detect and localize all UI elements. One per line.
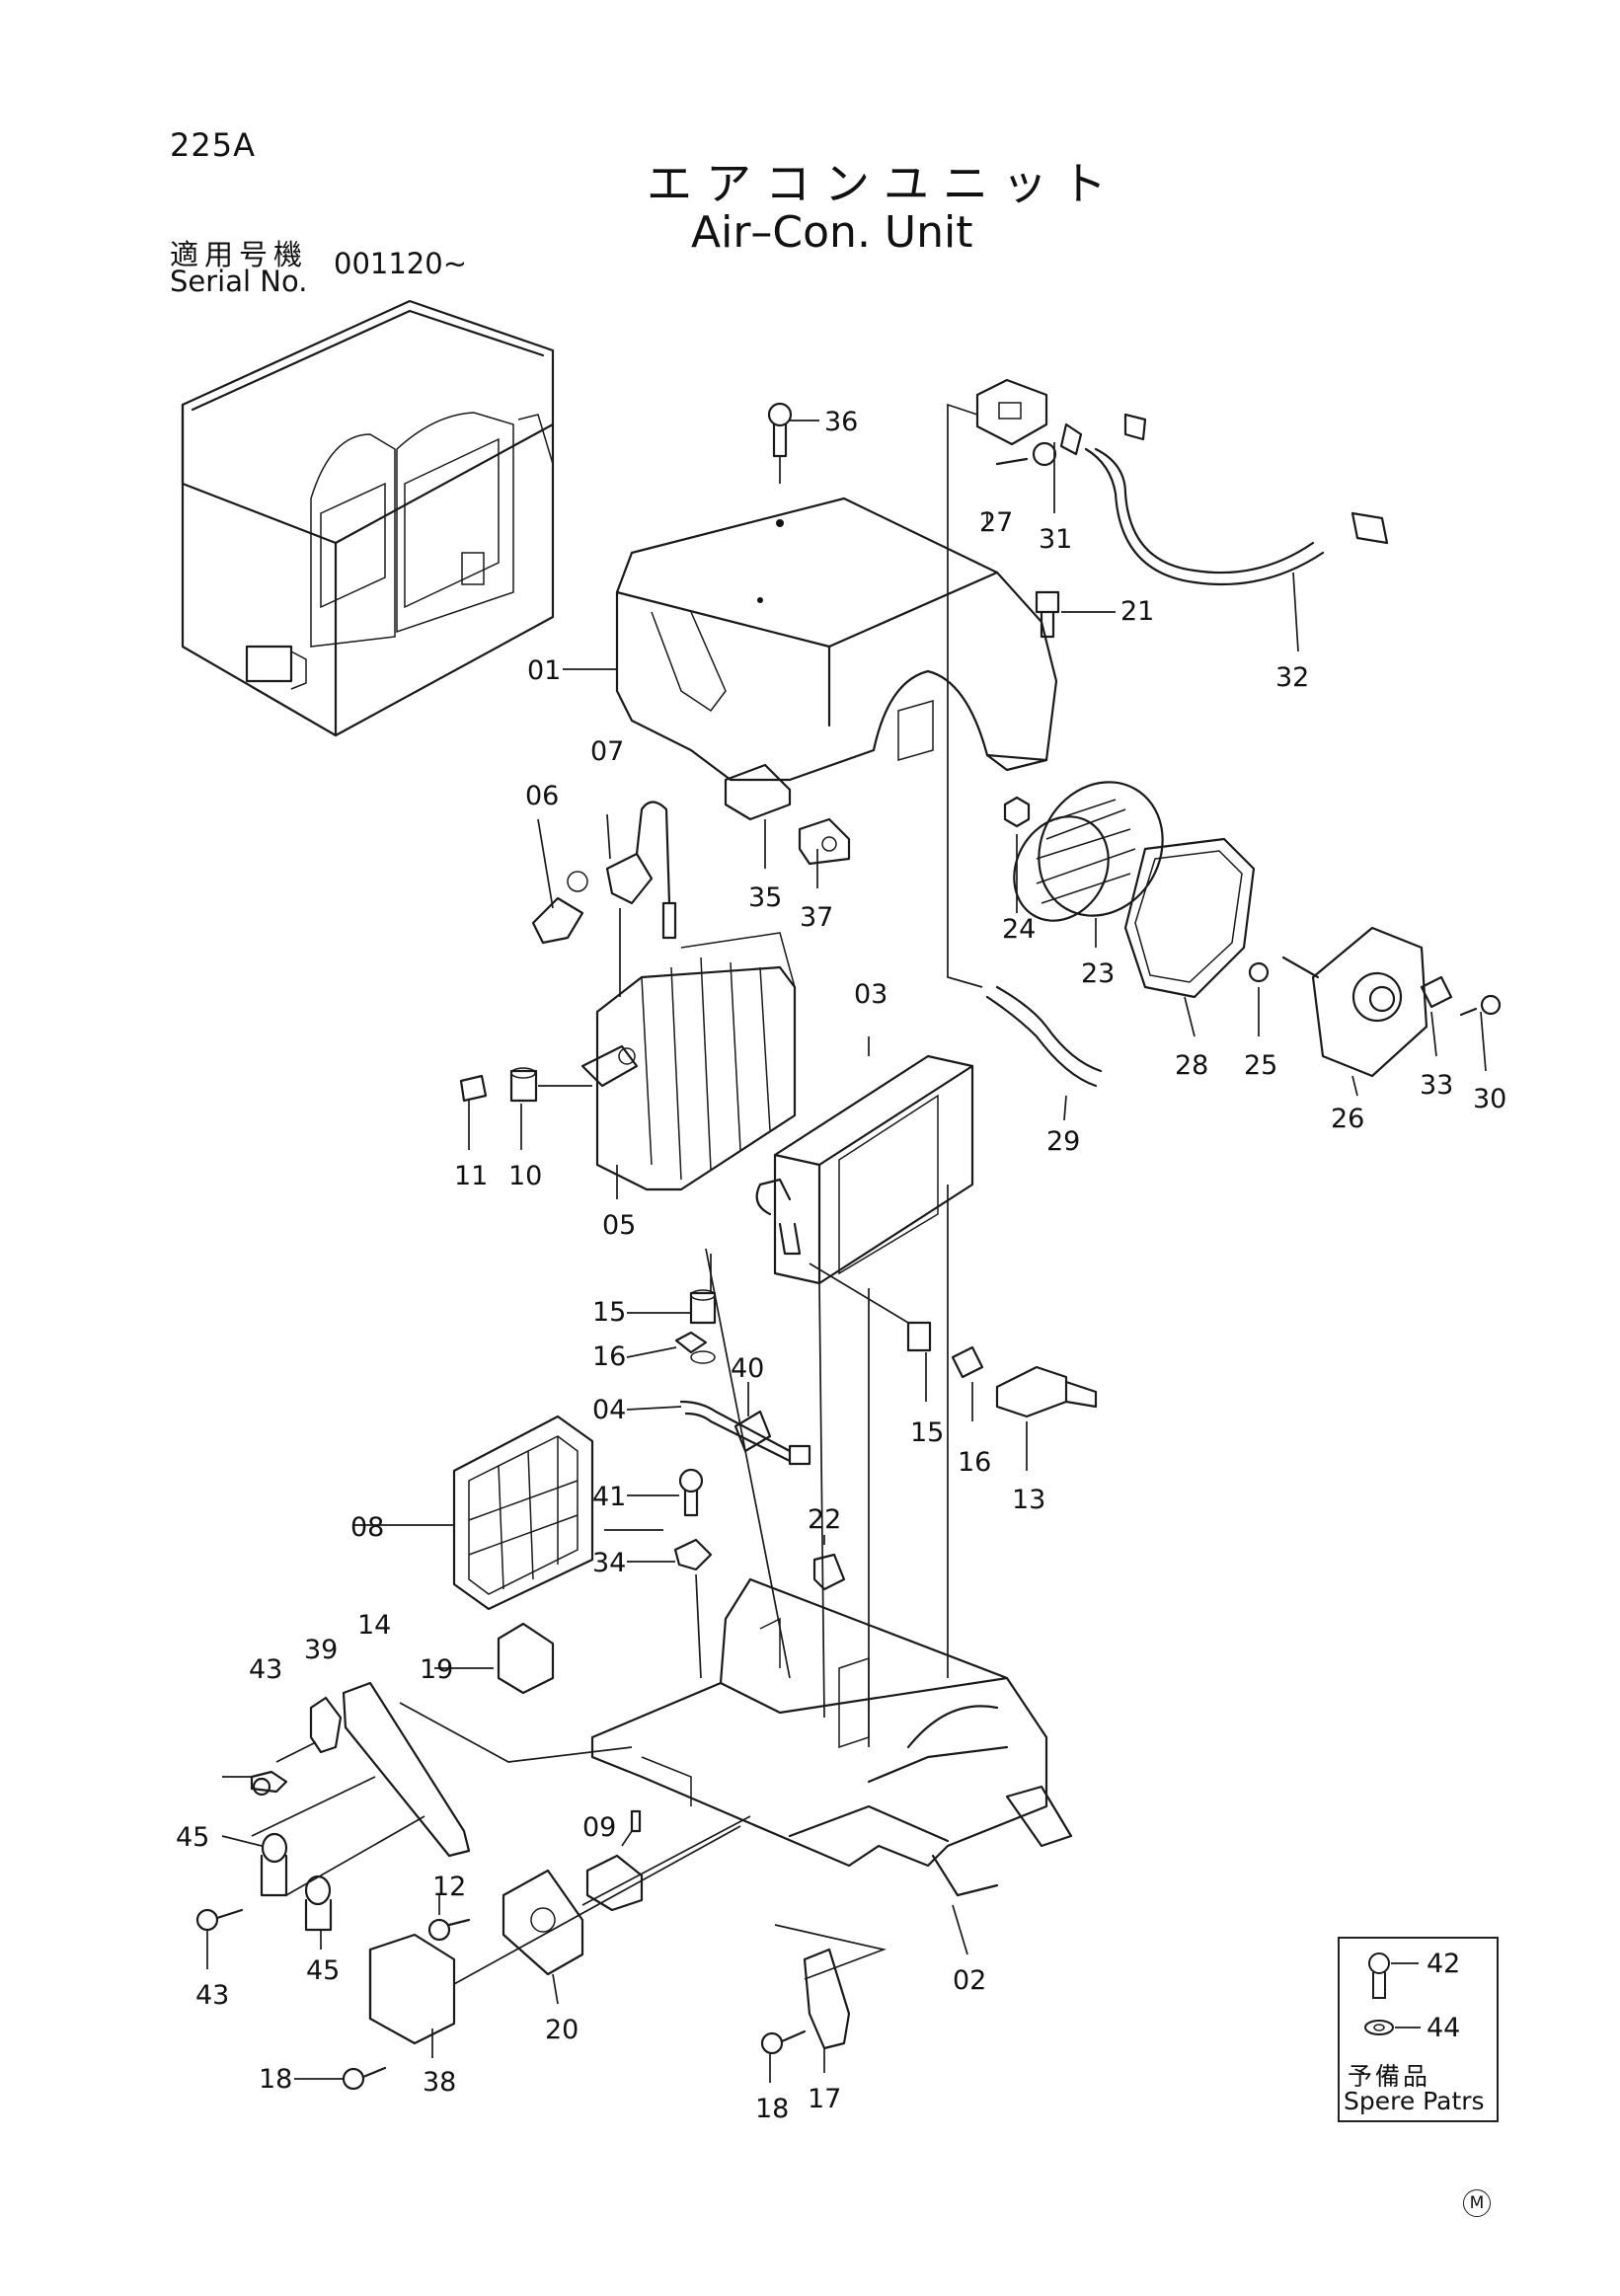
callout: 31 — [1039, 524, 1072, 555]
spare-parts-label-english: Spere Patrs — [1344, 2087, 1485, 2115]
callout: 20 — [545, 2015, 579, 2045]
serial-label-japanese: 適用号機 — [170, 238, 309, 271]
callout: 16 — [958, 1447, 991, 1478]
callout: 15 — [592, 1297, 626, 1328]
callout: 45 — [176, 1822, 209, 1853]
drain-hose-29 — [985, 985, 1103, 1088]
callout: 08 — [350, 1512, 384, 1543]
m-mark: M — [1463, 2189, 1491, 2217]
serial-number-value: 001120~ — [334, 247, 468, 280]
callout: 11 — [454, 1161, 488, 1191]
callout: 15 — [910, 1417, 944, 1448]
callout: 30 — [1473, 1084, 1506, 1114]
page-code: 225A — [170, 126, 256, 164]
blower-assembly — [1003, 781, 1502, 1078]
callout: 16 — [592, 1341, 626, 1372]
small-hardware — [673, 1468, 846, 1591]
callout: 36 — [824, 407, 858, 437]
spare-parts-icons: 42 44 — [1364, 1949, 1460, 2043]
leader-lines — [206, 403, 1487, 2083]
callout: 04 — [592, 1395, 626, 1425]
cab-illustration — [181, 299, 555, 737]
callout: 25 — [1244, 1050, 1277, 1081]
callout: 14 — [357, 1610, 391, 1641]
callout: 41 — [592, 1482, 626, 1512]
callout-labels: 36 27 31 32 21 01 07 06 35 37 24 23 28 2… — [176, 407, 1506, 2124]
callout: 43 — [195, 1980, 229, 2011]
callout: 09 — [582, 1812, 616, 1843]
hose-fittings — [674, 1289, 1098, 1466]
callout: 39 — [304, 1635, 338, 1665]
upper-housing-01 — [615, 497, 1058, 782]
callout: 26 — [1331, 1104, 1364, 1134]
callout: 40 — [731, 1353, 764, 1384]
harness-assembly — [975, 378, 1389, 586]
side-bracket-14 — [250, 1681, 471, 1858]
callout: 22 — [808, 1504, 841, 1535]
callout: 01 — [527, 655, 561, 686]
callout: 13 — [1012, 1485, 1045, 1515]
callout: 10 — [508, 1161, 542, 1191]
evaporator-05 — [580, 932, 797, 1191]
lower-case-02 — [590, 1577, 1073, 1897]
callout: 12 — [432, 1872, 466, 1902]
callout: 37 — [800, 902, 833, 933]
callout: 03 — [854, 979, 887, 1010]
mounts-45-43 — [195, 1777, 333, 1932]
title-japanese: エアコンユニット — [647, 157, 1120, 210]
bracket-19 — [497, 1622, 555, 1695]
lower-hardware — [342, 1809, 851, 2091]
callout: 28 — [1175, 1050, 1208, 1081]
spare-parts-label-japanese: 予備品 — [1348, 2062, 1431, 2091]
spare-callout: 42 — [1427, 1949, 1460, 1979]
callout: 34 — [592, 1548, 626, 1578]
callout: 18 — [259, 2064, 292, 2095]
callout: 23 — [1081, 958, 1115, 989]
callout: 29 — [1046, 1126, 1080, 1157]
brackets-35-37 — [724, 763, 851, 866]
screw-36 — [767, 402, 793, 458]
callout: 02 — [953, 1965, 986, 1996]
callout: 27 — [979, 507, 1013, 538]
spare-callout: 44 — [1427, 2013, 1460, 2043]
callout: 24 — [1002, 914, 1036, 945]
bolt-21 — [1035, 590, 1060, 639]
heater-core-03 — [755, 1054, 974, 1285]
callout: 17 — [808, 2084, 841, 2114]
callout: 05 — [602, 1210, 636, 1241]
callout: 45 — [306, 1955, 340, 1986]
title-english: Air–Con. Unit — [691, 207, 973, 258]
callout: 18 — [755, 2094, 789, 2124]
fittings-10-11 — [459, 1067, 538, 1103]
callout: 32 — [1275, 662, 1309, 693]
callout: 19 — [420, 1654, 453, 1685]
spare-parts-box: 42 44 予備品 Spere Patrs — [1338, 1937, 1499, 2122]
callout: 07 — [590, 736, 624, 767]
callout: 38 — [423, 2067, 456, 2098]
valves-06-07 — [531, 801, 677, 945]
callout: 33 — [1420, 1070, 1453, 1101]
callout: 06 — [525, 781, 559, 811]
air-filter-08 — [452, 1415, 594, 1611]
callout: 43 — [249, 1654, 282, 1685]
callout: 35 — [748, 882, 782, 913]
callout: 21 — [1120, 596, 1154, 627]
serial-label-english: Serial No. — [170, 265, 308, 298]
